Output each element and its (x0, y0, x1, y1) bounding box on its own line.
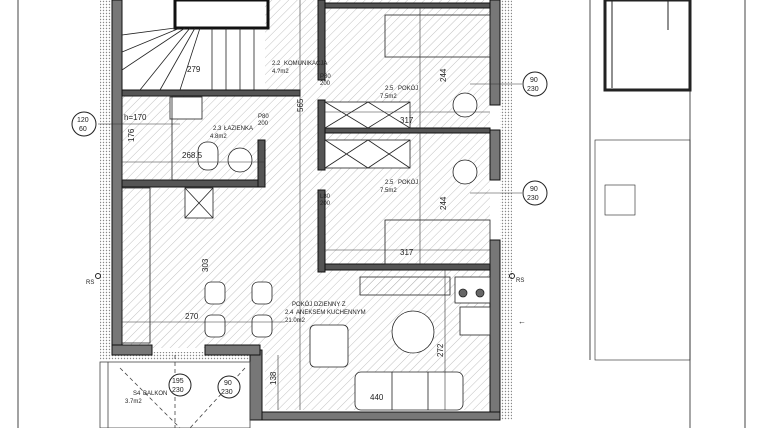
svg-text:230: 230 (172, 387, 184, 394)
label-living-number: 2.4 (285, 310, 294, 316)
window-tag: 90 230 (470, 180, 548, 206)
label-room-bottom: POKÓJ (398, 179, 418, 186)
door-room: L80 (320, 194, 331, 200)
label-living-2: ANEKSEM KUCHENNYM (296, 310, 366, 316)
door-corridor-h: 200 (320, 81, 331, 87)
dim-kitchen-width: 270 (185, 312, 199, 321)
svg-text:195: 195 (172, 378, 184, 385)
floor-hatch (122, 0, 490, 410)
adjacent-unit (589, 0, 692, 428)
dim-stairs: 279 (187, 65, 201, 74)
furniture (121, 92, 491, 411)
label-room-top-area: 7.5m2 (380, 94, 397, 100)
dim-room-top-depth: 244 (439, 68, 448, 82)
label-bath-area: 4.8m2 (210, 134, 227, 140)
label-balcony: BALKON (143, 391, 167, 397)
label-balcony-number: S4 (133, 391, 141, 397)
svg-text:230: 230 (221, 389, 233, 396)
label-komunikacja-area: 4.?m2 (272, 69, 289, 75)
label-balcony-area: 3.7m2 (125, 399, 142, 405)
label-living: POKÓJ DZIENNY Z (292, 301, 346, 308)
door-corridor: P80 (320, 74, 331, 80)
dimension-lines (122, 0, 490, 410)
rs-marker-right: RS (516, 278, 524, 284)
label-room-bottom-area: 7.5m2 (380, 188, 397, 194)
label-living-area: 21.0m2 (285, 318, 306, 324)
rs-marker-left: RS (86, 280, 94, 286)
window-tag: 90 230 (217, 375, 241, 399)
dim-living-width: 440 (370, 393, 384, 402)
dim-room-bottom-depth: 244 (439, 196, 448, 210)
insulation-right (500, 0, 512, 420)
svg-text:90: 90 (530, 77, 538, 84)
label-bath: ŁAZIENKA (224, 126, 253, 132)
label-komunikacja: KOMUNIKACJA (284, 61, 327, 67)
door-bath: P80 (258, 114, 269, 120)
svg-text:230: 230 (527, 86, 539, 93)
label-bath-number: 2.3 (213, 126, 222, 132)
dim-room-top-width: 317 (400, 116, 414, 125)
dim-bath-h: h=170 (124, 113, 147, 122)
insulation-left (100, 0, 112, 355)
label-room-top-number: 2.5 (385, 86, 394, 92)
door-bath-h: 200 (258, 121, 269, 127)
window-tag: 90 230 (470, 71, 548, 97)
walls (111, 0, 501, 421)
svg-text:90: 90 (224, 380, 232, 387)
door-room-h: 200 (320, 201, 331, 207)
dim-kitchen-depth: 303 (201, 258, 210, 272)
dim-balcony-door: 138 (269, 371, 278, 385)
label-room-bottom-number: 2.5 (385, 180, 394, 186)
svg-text:90: 90 (530, 186, 538, 193)
label-room-top: POKÓJ (398, 85, 418, 92)
staircase (121, 27, 255, 91)
dim-room-bottom-width: 317 (400, 248, 414, 257)
dim-bath-width: 268.5 (182, 151, 203, 160)
svg-text:230: 230 (527, 195, 539, 202)
dim-bath-height: 176 (127, 128, 136, 142)
dim-living-depth: 272 (436, 343, 445, 357)
window-tag: 120 60 (71, 111, 180, 137)
svg-text:60: 60 (79, 126, 87, 133)
svg-text:120: 120 (77, 117, 89, 124)
dim-corridor: 565 (296, 98, 305, 112)
arrow-icon: ← (518, 317, 526, 326)
label-komunikacja-number: 2.2 (272, 61, 281, 67)
window-tag: 195 230 (168, 373, 192, 397)
wardrobes (324, 14, 491, 265)
